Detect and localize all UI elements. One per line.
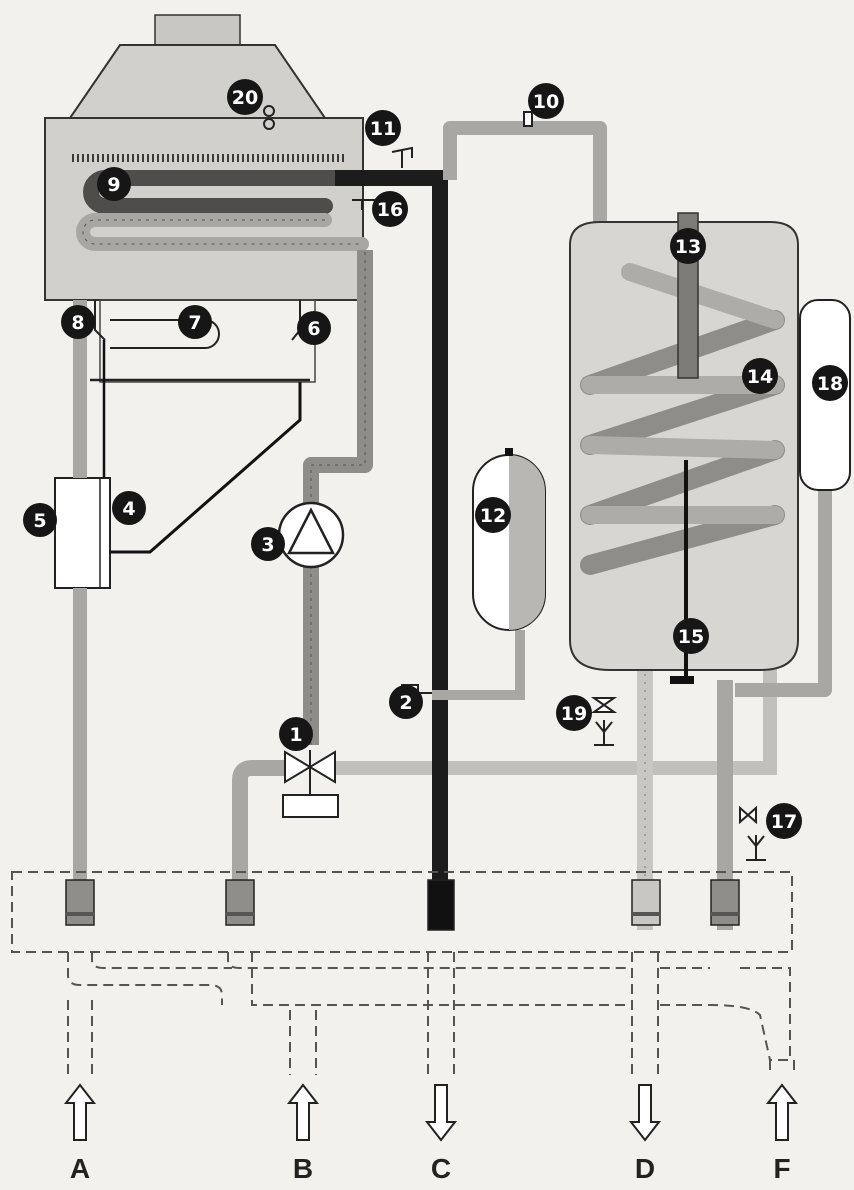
expansion-vessel-heating [472,448,546,631]
badge-label-17: 17 [771,811,797,833]
three-way-valve [282,750,339,818]
badge-label-12: 12 [480,505,506,527]
arrow-down-icon [628,1084,662,1142]
badge-label-18: 18 [817,373,843,395]
badge-19: 19 [556,695,592,731]
drain-valve-icon [556,695,592,731]
expansion-vessel-icon [475,497,511,533]
badge-5: 5 [23,503,57,537]
drain-icon [673,618,709,654]
badge-label-1: 1 [289,724,302,746]
badge-label-19: 19 [561,703,587,725]
arrow-up-icon [765,1083,799,1141]
badge-label-11: 11 [370,118,396,140]
badge-label-5: 5 [33,510,46,532]
electrode-icon [297,311,331,345]
flow-sensor-icon [112,491,146,525]
badge-10: 10 [528,83,564,119]
heat-exchanger-icon [97,167,131,201]
badge-2: 2 [389,685,423,719]
pump-icon [251,527,285,561]
badge-15: 15 [673,618,709,654]
badge-13: 13 [670,228,706,264]
coil-icon [742,358,778,394]
fittings [65,879,740,931]
pump [277,501,345,569]
safety-valve-icon [766,803,802,839]
air-vent-icon [528,83,564,119]
badge-12: 12 [475,497,511,533]
badge-label-10: 10 [533,91,559,113]
electrode-icon [61,305,95,339]
badge-11: 11 [365,110,401,146]
badge-9: 9 [97,167,131,201]
badge-label-2: 2 [399,692,412,714]
badge-3: 3 [251,527,285,561]
badge-label-4: 4 [122,498,135,520]
badge-label-20: 20 [232,87,258,109]
thermostat-icon [365,110,401,146]
three-way-valve-icon [279,717,313,751]
expansion-vessel-icon [812,365,848,401]
badge-16: 16 [372,191,408,227]
badge-label-9: 9 [107,174,120,196]
burner-icon [178,305,212,339]
badge-8: 8 [61,305,95,339]
badge-20: 20 [227,79,263,115]
badge-17: 17 [766,803,802,839]
badge-6: 6 [297,311,331,345]
badge-label-6: 6 [307,318,320,340]
port-label-D: D [635,1153,655,1184]
port-arrows [63,1083,799,1142]
arrow-down-icon [424,1084,458,1142]
storage-tank [569,212,799,684]
badge-7: 7 [178,305,212,339]
badge-18: 18 [812,365,848,401]
badge-14: 14 [742,358,778,394]
arrow-up-icon [286,1083,320,1141]
port-label-C: C [431,1153,451,1184]
badge-label-14: 14 [747,366,773,388]
badge-label-7: 7 [188,312,201,334]
gas-valve-icon [23,503,57,537]
badge-label-13: 13 [675,236,701,258]
badge-label-15: 15 [678,626,704,648]
sensor-icon [372,191,408,227]
port-label-A: A [70,1153,90,1184]
badge-4: 4 [112,491,146,525]
connection-plate [11,871,795,1075]
arrow-up-icon [63,1083,97,1141]
fan-icon [227,79,263,115]
badge-1: 1 [279,717,313,751]
pressure-switch-icon [389,685,423,719]
badge-label-8: 8 [71,312,84,334]
port-label-F: F [773,1153,790,1184]
anode-icon [670,228,706,264]
badge-label-3: 3 [261,534,274,556]
badge-label-16: 16 [377,199,403,221]
port-label-B: B [293,1153,313,1184]
